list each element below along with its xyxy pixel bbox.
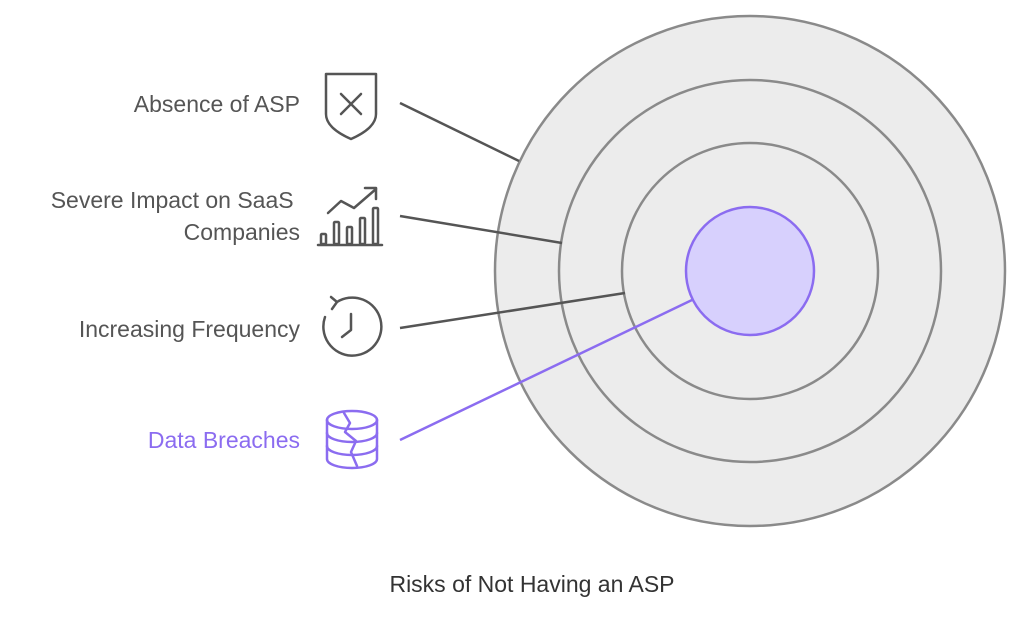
connectors [399,101,693,442]
diagram-title: Risks of Not Having an ASP [389,571,674,597]
label-breaches: Data Breaches [148,427,300,453]
label-impact-line1: Severe Impact on SaaS [51,187,294,213]
ring-core [684,205,816,337]
connector-frequency [399,291,626,330]
broken-database-icon [325,409,379,470]
labels: Absence of ASP Severe Impact on SaaS Com… [51,91,301,453]
label-impact-line2: Companies [184,219,300,245]
connector-impact [399,214,563,245]
label-frequency: Increasing Frequency [79,316,301,342]
connector-absence [399,101,520,163]
rings [493,14,1007,528]
label-absence: Absence of ASP [134,91,300,117]
connector-breaches [399,298,693,442]
shield-x-icon [324,72,378,141]
icons [316,72,384,470]
trending-chart-icon [316,186,384,247]
history-clock-icon [322,295,383,357]
label-impact: Severe Impact on SaaS Companies [51,187,300,245]
